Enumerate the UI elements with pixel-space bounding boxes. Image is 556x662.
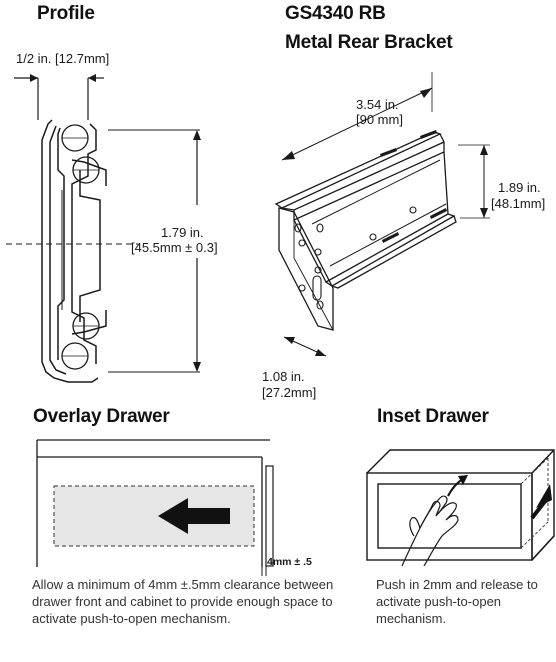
profile-width-arrow-left (30, 74, 38, 82)
overlay-drawer-caption: Allow a minimum of 4mm ±.5mm clearance b… (32, 577, 334, 626)
profile-height-arrow-top (193, 130, 201, 140)
bracket-length-label-in: 3.54 in. (356, 97, 399, 112)
bracket-heading-model: GS4340 RB (285, 3, 386, 24)
inset-drawer-caption: Push in 2mm and release to activate push… (376, 577, 538, 626)
hand-push-arrow-icon (447, 475, 468, 497)
bracket-depth-label-in: 1.08 in. (262, 369, 305, 384)
bracket-height-arrow-bottom (480, 208, 488, 218)
bracket-height-label-mm: [48.1mm] (491, 196, 546, 211)
overlay-drawer-heading: Overlay Drawer (33, 406, 170, 427)
slide-profile-outline (41, 119, 107, 383)
profile-height-arrow-bottom (193, 362, 201, 372)
bracket-depth-arrow-right (315, 349, 326, 356)
bracket-length-dimension-line (281, 87, 433, 161)
bracket-depth-label-mm: [27.2mm] (262, 385, 317, 400)
inset-push-arrow-icon (536, 484, 552, 508)
clearance-dimension (261, 566, 267, 576)
clearance-label: 4mm ± .5 (267, 556, 312, 568)
bracket-heading-title: Metal Rear Bracket (285, 32, 453, 53)
bracket-slots (380, 130, 447, 243)
inset-drawer-heading: Inset Drawer (377, 406, 489, 427)
bracket-length-label-mm: [90 mm] (356, 112, 403, 127)
push-arrow-icon (158, 498, 230, 534)
overlay-drawer-front (265, 465, 274, 567)
bracket-depth-arrow-left (284, 337, 295, 344)
profile-height-label-in: 1.79 in. (161, 225, 204, 240)
profile-heading: Profile (37, 3, 95, 24)
inset-drawer-front (377, 483, 522, 549)
profile-height-label-mm: [45.5mm ± 0.3] (131, 240, 218, 255)
hand-icon (401, 495, 459, 567)
bracket-length-arrow-left (282, 151, 295, 160)
slide-ball-bearings (61, 124, 100, 370)
profile-width-label: 1/2 in. [12.7mm] (16, 51, 110, 66)
bracket-holes (294, 206, 417, 310)
profile-width-arrow-right (88, 74, 96, 82)
bracket-height-arrow-top (480, 145, 488, 155)
bracket-height-label-in: 1.89 in. (498, 180, 541, 195)
bracket-length-arrow-right (420, 88, 432, 98)
